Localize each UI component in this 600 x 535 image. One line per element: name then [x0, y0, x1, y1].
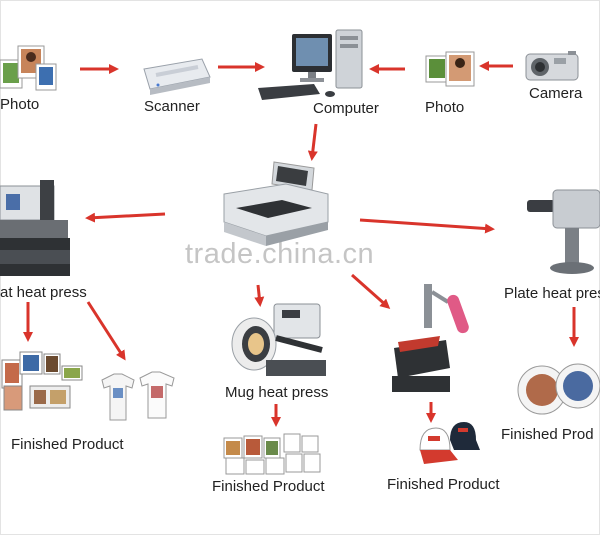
scanner-image	[143, 58, 211, 95]
finished-photos-image	[1, 351, 83, 411]
photo-left-label: Photo	[0, 96, 40, 113]
flat-heat-press-image	[0, 180, 70, 276]
cap-heat-press-image	[392, 284, 469, 392]
flat-heat-press-label: at heat press	[0, 284, 87, 301]
photo-left-image	[0, 45, 57, 91]
arrow-printer-to-plate-press	[359, 218, 495, 234]
camera-image	[525, 51, 579, 81]
photo-right-image	[425, 51, 475, 87]
watermark: trade.china.cn	[185, 238, 375, 270]
arrow-printer-to-mug-press	[254, 284, 265, 307]
computer-image	[258, 29, 363, 100]
finished-product-1-label: Finished Product	[11, 436, 124, 453]
finished-caps-image	[419, 422, 480, 464]
scanner-label: Scanner	[144, 98, 200, 115]
camera-label: Camera	[529, 85, 583, 102]
arrow-printer-to-flat-press	[85, 212, 166, 223]
arrow-printer-to-cap-press	[351, 273, 391, 309]
arrow-flat-to-shirts	[86, 301, 126, 361]
finished-product-3-label: Finished Product	[387, 476, 500, 493]
photo-right-label: Photo	[425, 99, 465, 116]
finished-plates-image	[517, 363, 600, 415]
plate-heat-press-image	[527, 189, 600, 274]
mug-heat-press-label: Mug heat press	[225, 384, 329, 401]
finished-mugs-image	[223, 433, 321, 475]
plate-heat-press-label: Plate heat pres	[504, 285, 600, 302]
finished-product-2-label: Finished Product	[212, 478, 325, 495]
finished-shirts-image	[101, 371, 175, 421]
mug-heat-press-image	[231, 303, 326, 376]
computer-label: Computer	[313, 100, 379, 117]
printer-image	[223, 161, 329, 246]
arrow-computer-to-printer	[307, 123, 318, 161]
finished-product-4-label: Finished Prod	[501, 426, 594, 443]
